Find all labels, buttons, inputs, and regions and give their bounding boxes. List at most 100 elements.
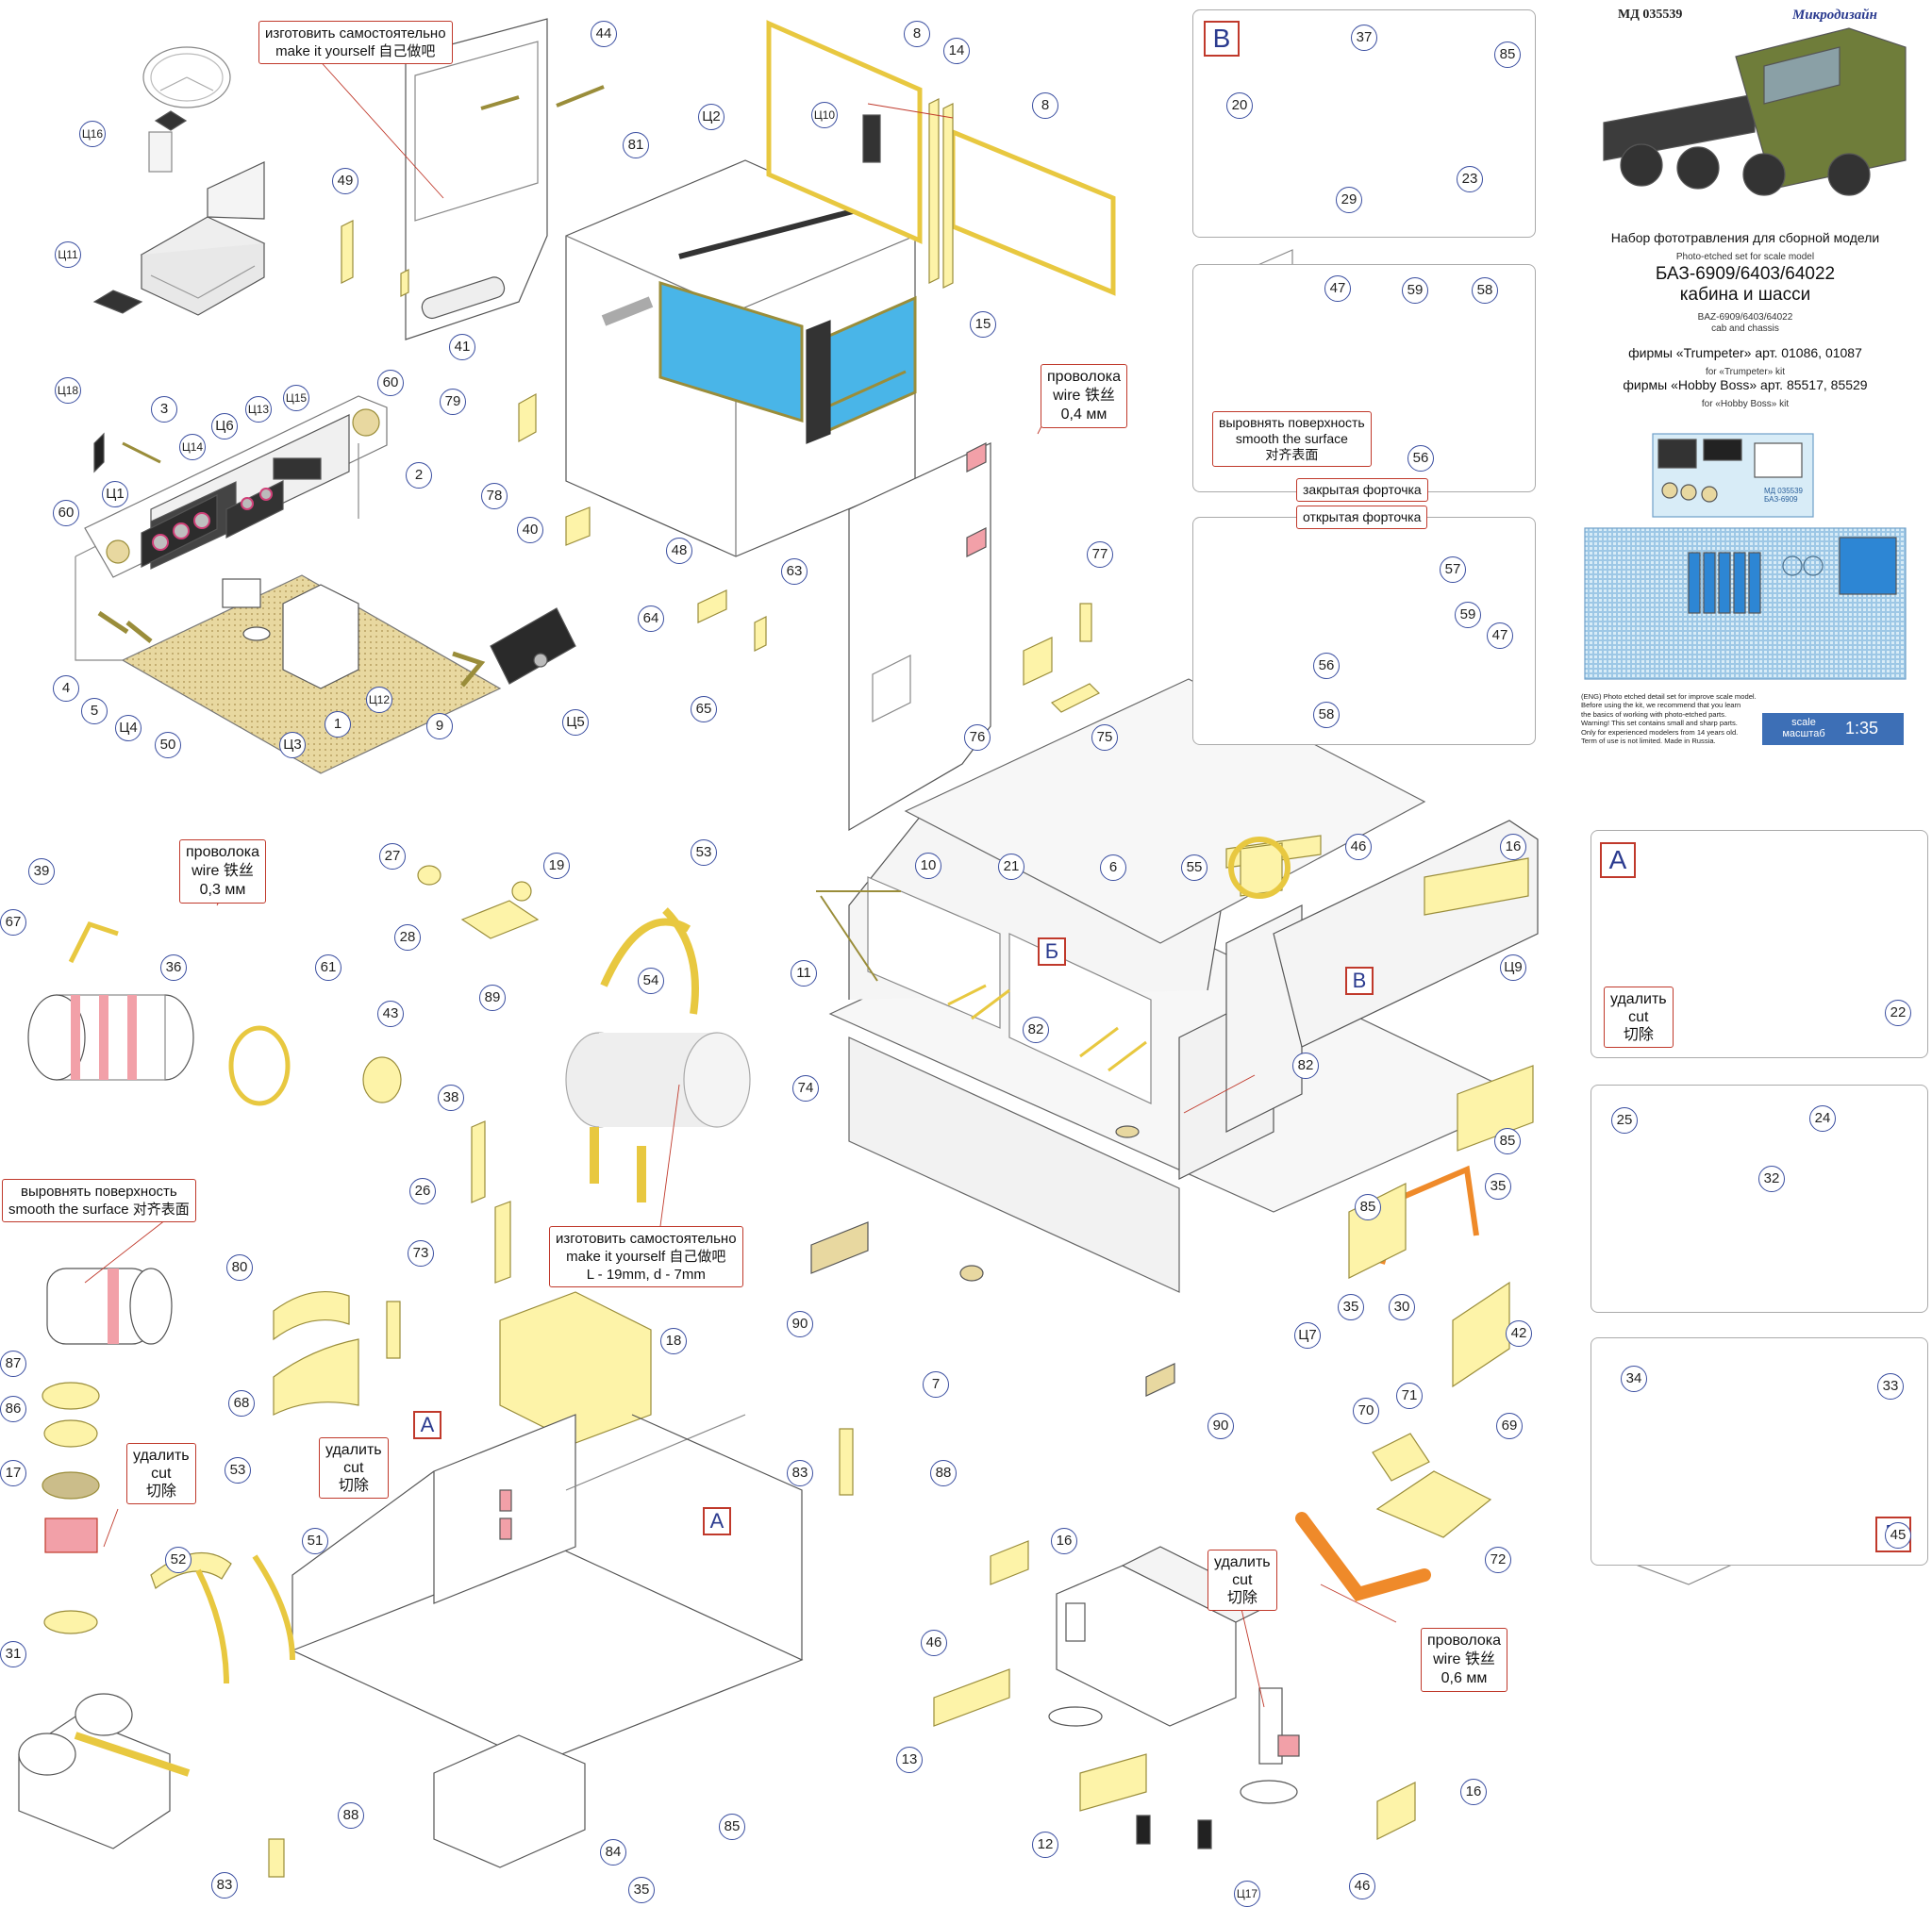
part-callout: 35 [628,1877,655,1903]
part-callout: 47 [1324,275,1351,302]
part-callout: 87 [0,1351,26,1377]
cab-box-drawing [565,159,917,557]
part-callout: 11 [791,960,817,987]
part-callout: 7 [923,1371,949,1398]
part-callout: 17 [0,1460,26,1486]
part-callout: 35 [1485,1173,1511,1200]
part-callout: 85 [1355,1194,1381,1220]
part-callout: 21 [998,854,1024,880]
seat-drawing [92,161,266,316]
part-callout: 69 [1496,1413,1523,1439]
title-ru: Набор фототравления для сборной модели [1610,230,1880,245]
part-callout: 56 [1407,445,1434,472]
part-callout: 43 [377,1001,404,1027]
part-callout: 27 [379,843,406,870]
part-callout: 12 [1032,1832,1058,1858]
cab-main-drawing [810,678,1539,1397]
part-callout: 47 [1487,622,1513,649]
marker-v: В [1345,967,1374,995]
part-callout: 73 [408,1240,434,1267]
part-callout: 70 [1353,1398,1379,1424]
part-callout: 1 [325,711,351,738]
part-callout: 74 [792,1075,819,1102]
part-callout: 18 [660,1328,687,1354]
part-callout: 45 [1885,1522,1911,1549]
part-callout: Ц11 [55,241,81,268]
part-callout: 24 [1809,1105,1836,1132]
product-code: МД 035539 [1618,8,1683,22]
part-callout: 34 [1621,1366,1647,1392]
panel-letter-v: В [1204,21,1240,57]
part-callout: 88 [338,1802,364,1829]
part-callout: 81 [623,132,649,158]
part-callout: 72 [1485,1547,1511,1573]
truck-photo [1585,25,1907,204]
brand-logo: Микродизайн [1792,8,1877,23]
part-callout: 83 [787,1460,813,1486]
part-callout: 85 [1494,41,1521,68]
part-callout: 3 [151,396,177,423]
part-callout: 60 [53,500,79,526]
panel-letter-a: А [1600,842,1636,878]
part-callout: 57 [1440,556,1466,583]
title-en: Photo-etched set for scale model [1675,252,1815,262]
part-callout: 48 [666,538,692,564]
part-callout: 58 [1472,277,1498,304]
part-callout: Ц12 [366,687,392,713]
marker-b-cyr: Б [1038,937,1066,966]
marker-a-1: А [413,1411,441,1439]
part-callout: 10 [915,853,941,879]
part-callout: 80 [226,1254,253,1281]
part-callout: 63 [781,558,808,585]
part-callout: 31 [0,1641,26,1667]
part-callout: Ц5 [562,709,589,736]
part-callout: Ц13 [245,396,272,423]
part-callout: Ц4 [115,715,142,741]
part-callout: 50 [155,732,181,758]
part-callout: 44 [591,21,617,47]
part-callout: 5 [81,698,108,724]
part-callout: 89 [479,985,506,1011]
part-callout: 33 [1877,1373,1904,1400]
model-en: BAZ-6909/6403/64022 [1697,312,1793,323]
marker-a-2: А [703,1507,731,1535]
part-callout: 8 [1032,92,1058,119]
fret-label: МД 035539 БАЗ-6909 [1764,487,1803,504]
panel-window-open [1192,517,1536,745]
part-callout: 54 [638,968,664,994]
part-callout: 82 [1292,1053,1319,1079]
part-callout: 14 [943,38,970,64]
part-callout: 16 [1460,1779,1487,1805]
part-callout: Ц9 [1500,954,1526,981]
part-callout: 53 [225,1457,251,1484]
part-callout: 53 [691,839,717,866]
note-closed-vent: закрытая форточка [1296,478,1428,502]
part-callout: 16 [1051,1528,1077,1554]
part-callout: Ц18 [55,377,81,404]
part-callout: 64 [638,605,664,632]
part-callout: 35 [1338,1294,1364,1320]
panel-b-cyr-1 [1591,1085,1928,1313]
part-callout: 49 [332,168,358,194]
part-callout: 67 [0,909,26,936]
air-filter-drawing [27,920,402,1106]
part-callout: 84 [600,1839,626,1866]
part-callout: 86 [0,1396,26,1422]
part-callout: 65 [691,696,717,722]
part-callout: 52 [165,1547,192,1573]
part-callout: 78 [481,483,508,509]
part-callout: Ц17 [1234,1881,1260,1907]
part-callout: 82 [1023,1017,1049,1043]
fineprint: (ENG) Photo etched detail set for improv… [1581,692,1757,746]
part-callout: 51 [302,1528,328,1554]
part-callout: 39 [28,858,55,885]
part-callout: 15 [970,311,996,338]
